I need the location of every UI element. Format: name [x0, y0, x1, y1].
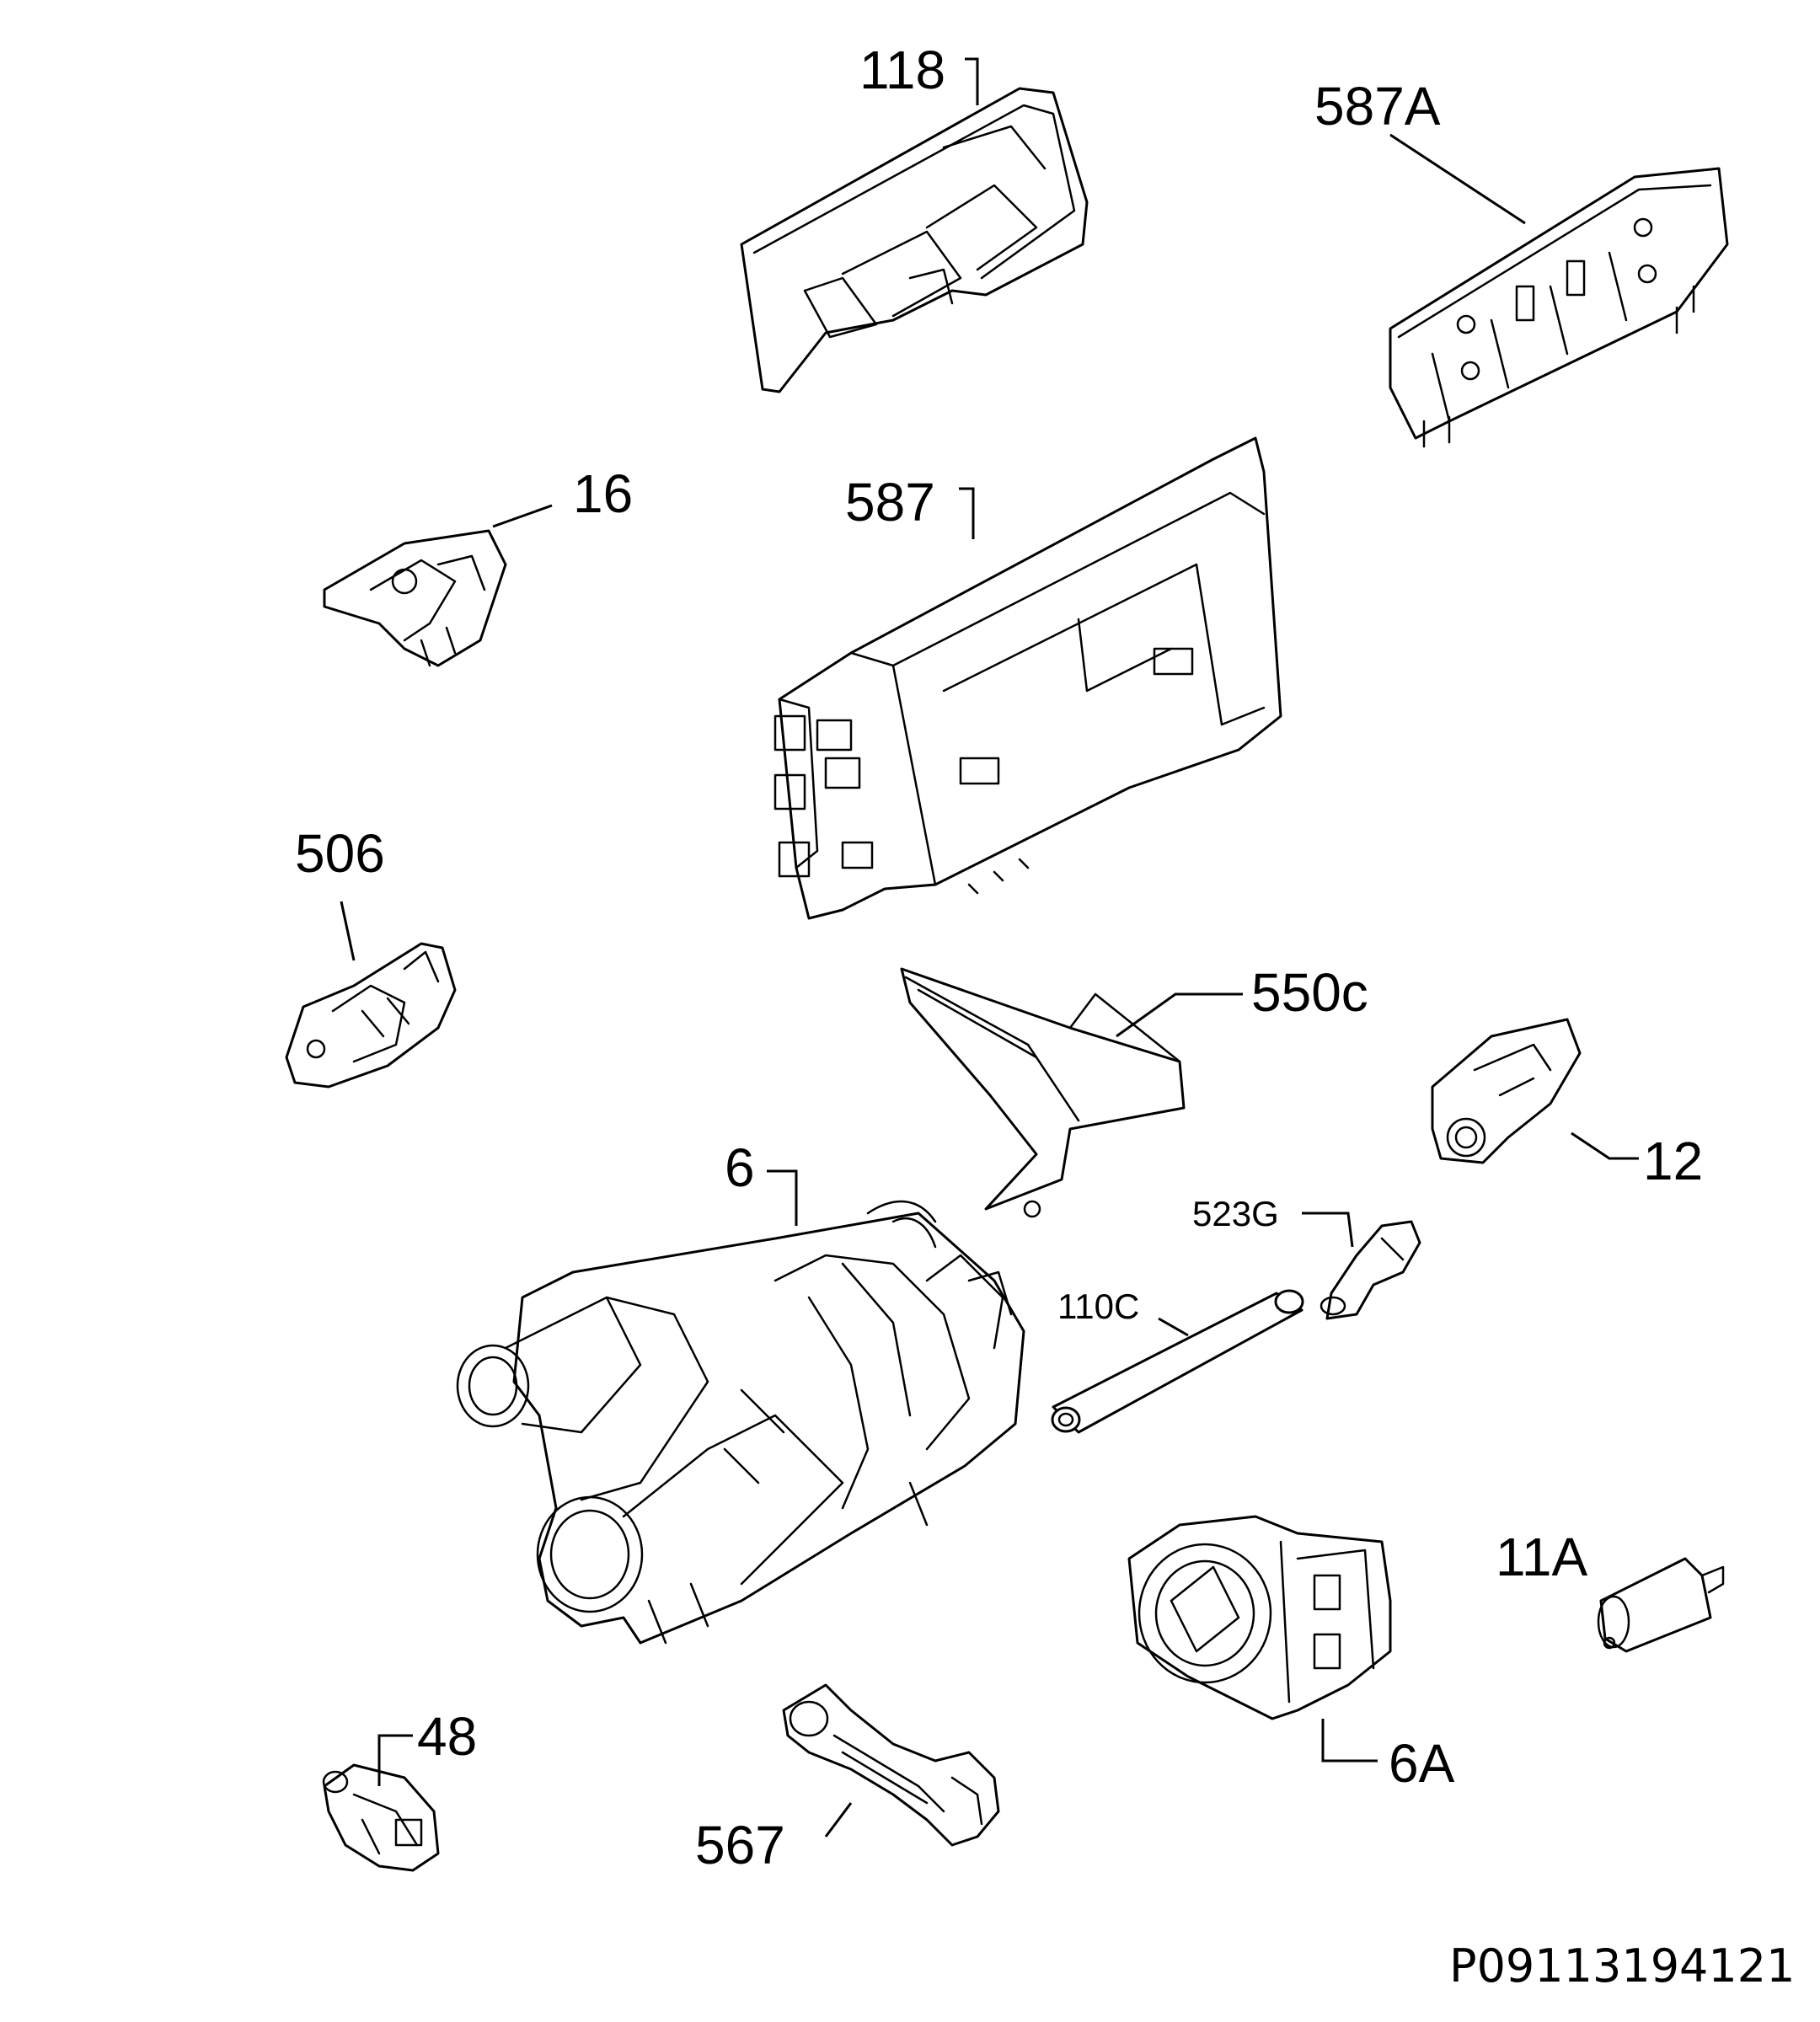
part-110c [1051, 1289, 1304, 1434]
leader-587 [959, 487, 975, 539]
leader-6a [1321, 1719, 1378, 1763]
part-506 [285, 942, 457, 1089]
reference-code: P09113194121 [1449, 1939, 1795, 1993]
part-567 [782, 1683, 1000, 1847]
callout-567: 567 [695, 1815, 785, 1875]
part-16 [323, 529, 507, 667]
callout-110c: 110C [1057, 1286, 1139, 1326]
callout-48: 48 [417, 1706, 477, 1767]
leader-6 [767, 1169, 798, 1226]
part-587 [774, 436, 1282, 920]
leader-110c [1158, 1317, 1189, 1337]
part-6 [456, 1200, 1025, 1645]
leader-16 [492, 504, 553, 528]
callout-11a: 11A [1496, 1527, 1587, 1587]
callout-12: 12 [1643, 1131, 1703, 1191]
leader-587a [1389, 133, 1526, 225]
callout-6: 6 [725, 1137, 755, 1198]
callout-506: 506 [295, 823, 385, 884]
leader-523g [1302, 1212, 1354, 1248]
callout-6a: 6A [1389, 1733, 1455, 1794]
part-48 [322, 1763, 440, 1872]
part-523g [1320, 1220, 1421, 1320]
leader-48 [377, 1734, 413, 1786]
callout-550c: 550c [1251, 962, 1368, 1023]
part-118 [740, 87, 1089, 393]
part-11a [1597, 1557, 1725, 1653]
callout-118: 118 [859, 40, 945, 100]
leader-567 [824, 1802, 853, 1837]
leader-118 [965, 57, 979, 105]
callout-16: 16 [573, 463, 633, 524]
leader-506 [340, 901, 356, 961]
part-12 [1431, 1018, 1582, 1164]
part-587a [1389, 167, 1729, 448]
part-550c [900, 967, 1186, 1218]
callout-587: 587 [845, 472, 935, 532]
callout-587a: 587A [1314, 76, 1441, 136]
leader-12 [1571, 1131, 1639, 1160]
leader-550c [1116, 992, 1243, 1038]
callout-523g: 523G [1192, 1194, 1279, 1233]
part-6a [1127, 1515, 1392, 1720]
